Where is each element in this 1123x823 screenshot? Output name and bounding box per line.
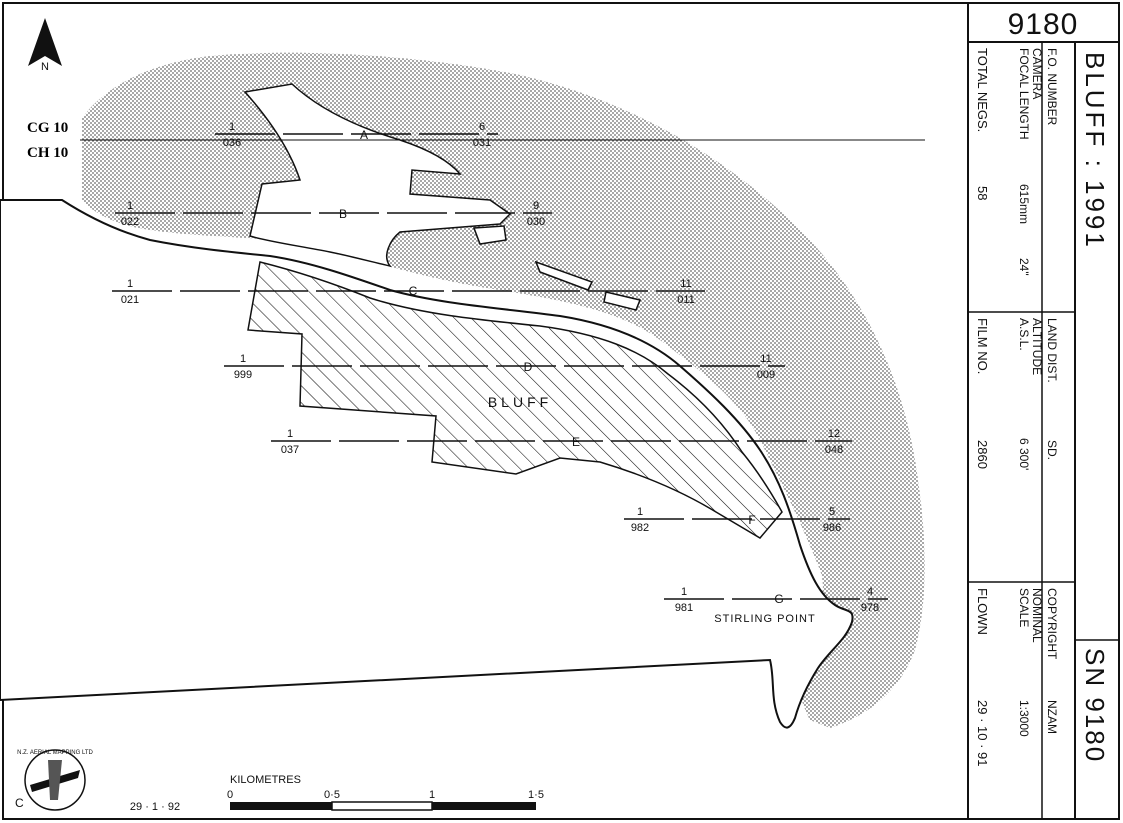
scale-bar-title: KILOMETRES [230, 774, 301, 786]
focal-length-label: FOCAL LENGTH [1017, 48, 1031, 140]
scale-tick-label: 1 [429, 789, 435, 801]
scale-tick-label: 1·5 [528, 789, 544, 801]
flown-value: 29 · 10 · 91 [975, 700, 990, 767]
run-letter: E [572, 435, 580, 449]
logo-text: N.Z. AERIAL MAPPING LTD [17, 750, 93, 756]
north-arrow-icon: N [28, 18, 62, 73]
place-label-bluff: BLUFF [488, 394, 552, 410]
focal-length-value: 615mm [1017, 184, 1031, 224]
scale-tick-label: 0 [227, 789, 233, 801]
run-start-num: 1 [240, 353, 246, 365]
nominal-label: NOMINAL [1030, 588, 1044, 643]
map-date: 29 · 1 · 92 [130, 801, 180, 813]
channel-inlet [472, 225, 507, 245]
map-title: BLUFF : 1991 [1080, 52, 1110, 250]
flight-run-f: 1 982 F 5 986 [624, 506, 850, 534]
run-letter: B [339, 207, 347, 221]
run-end-film: 011 [677, 294, 695, 306]
run-end-num: 4 [867, 586, 873, 598]
town-area [247, 261, 783, 539]
run-end-film: 009 [757, 369, 775, 381]
run-end-film: 031 [473, 137, 491, 149]
run-start-num: 1 [287, 428, 293, 440]
altitude-label: ALTITUDE [1030, 318, 1044, 375]
corner-letter: C [15, 796, 24, 810]
aerial-mapping-logo-icon: N.Z. AERIAL MAPPING LTD [17, 749, 94, 811]
scale-value: 1:3000 [1017, 700, 1031, 737]
place-label-stirling-point: STIRLING POINT [714, 613, 815, 625]
run-start-film: 022 [121, 216, 139, 228]
film-no-label: FILM NO. [975, 318, 990, 374]
focal-length-inches: 24" [1017, 258, 1031, 276]
run-end-film: 978 [861, 602, 879, 614]
fo-number-label: F.O. NUMBER [1045, 48, 1059, 126]
copyright-value: NZAM [1045, 700, 1059, 734]
jetty [603, 291, 642, 311]
total-negs-value: 58 [975, 186, 990, 200]
copyright-label: COPYRIGHT [1045, 588, 1059, 660]
run-start-film: 981 [675, 602, 693, 614]
camera-label: CAMERA [1030, 48, 1044, 99]
run-end-film: 986 [823, 522, 841, 534]
run-start-num: 1 [127, 278, 133, 290]
flight-run-c: 1 021 C 11 011 [112, 278, 705, 306]
flight-run-e: 1 037 E 12 048 [271, 428, 852, 456]
run-letter: F [748, 513, 755, 527]
total-negs-label: TOTAL NEGS. [975, 48, 990, 132]
run-end-num: 12 [828, 428, 840, 440]
coastline [0, 199, 854, 729]
film-no-value: 2860 [975, 440, 990, 469]
scale-bar: KILOMETRES 0 0·5 1 1·5 [227, 774, 544, 811]
wharf-area [243, 83, 512, 268]
land-dist-label: LAND DIST. [1045, 318, 1059, 383]
run-end-num: 11 [680, 278, 691, 290]
run-start-film: 999 [234, 369, 252, 381]
run-end-film: 030 [527, 216, 545, 228]
run-end-film: 048 [825, 444, 843, 456]
asl-label: A.S.L. [1017, 318, 1031, 351]
sn-number: SN 9180 [1080, 648, 1110, 763]
info-panel: 9180 BLUFF : 1991 SN 9180 F.O. NUMBER LA… [967, 2, 1120, 820]
flight-run-a: 1 036 A 6 031 [215, 121, 498, 149]
flight-run-d: 1 999 D 11 009 [224, 353, 785, 381]
run-end-num: 11 [760, 353, 771, 365]
run-start-num: 1 [681, 586, 687, 598]
run-start-num: 1 [229, 121, 235, 133]
grid-label-ch: CH 10 [27, 145, 68, 161]
flight-run-g: 1 981 G 4 978 [664, 586, 888, 614]
run-end-num: 5 [829, 506, 835, 518]
run-letter: D [524, 360, 533, 374]
breakwater [534, 260, 594, 291]
run-start-film: 037 [281, 444, 299, 456]
north-label: N [41, 61, 49, 73]
grid-label-cg: CG 10 [27, 120, 68, 136]
run-start-film: 982 [631, 522, 649, 534]
run-end-num: 6 [479, 121, 485, 133]
flown-label: FLOWN [975, 588, 990, 635]
run-start-film: 036 [223, 137, 241, 149]
land-dist-value: SD. [1045, 440, 1059, 460]
run-start-num: 1 [127, 200, 133, 212]
scale-tick-label: 0·5 [324, 789, 340, 801]
altitude-value: 6 300' [1017, 438, 1031, 470]
run-start-num: 1 [637, 506, 643, 518]
flight-run-b: 1 022 B 9 030 [115, 200, 552, 228]
scale-label: SCALE [1017, 588, 1031, 627]
sortie-number: 9180 [1008, 8, 1079, 41]
run-end-num: 9 [533, 200, 539, 212]
run-letter: G [774, 592, 783, 606]
run-letter: A [360, 128, 368, 142]
run-start-film: 021 [121, 294, 139, 306]
run-letter: C [409, 284, 418, 298]
